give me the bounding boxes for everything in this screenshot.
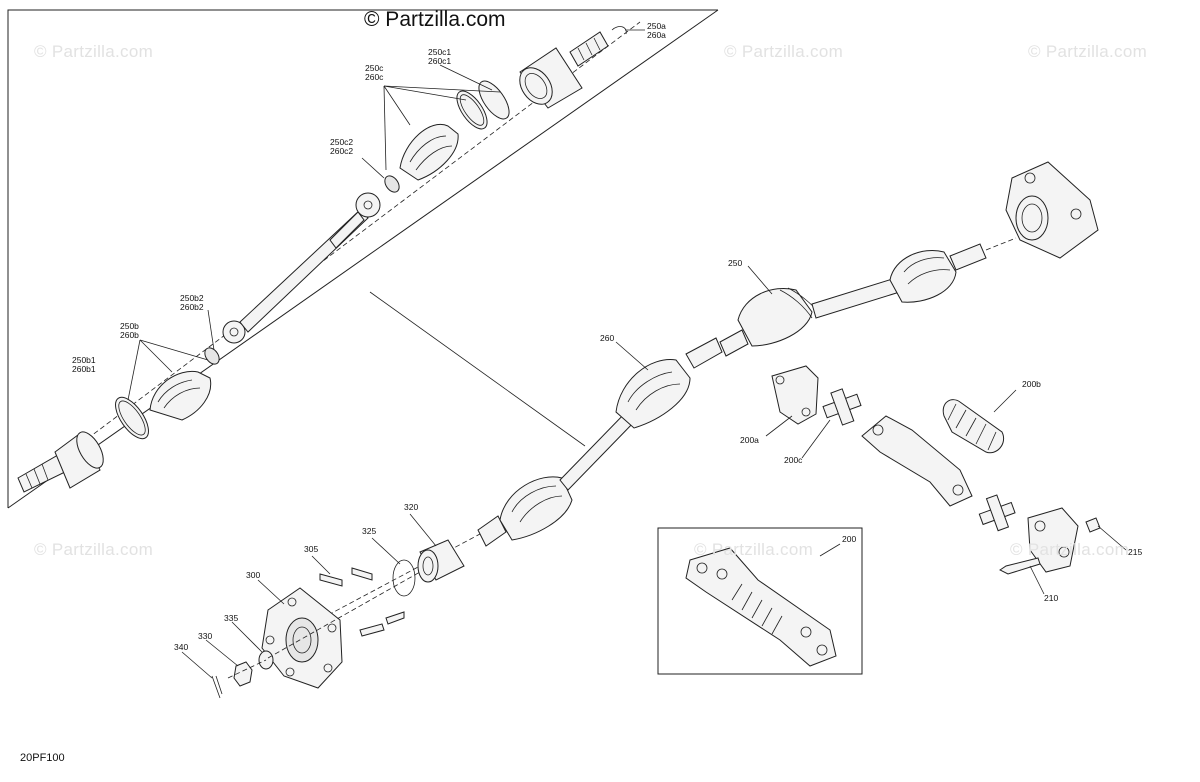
leader-200a xyxy=(765,415,793,437)
spline-end-260 xyxy=(477,515,507,547)
inner-tripod xyxy=(222,320,246,344)
clamp-ring-250c xyxy=(456,90,488,130)
outer-cv-260 xyxy=(499,476,573,541)
inner-boot-250b xyxy=(149,370,212,421)
inset-box-200 xyxy=(657,527,863,675)
outer-cv-250 xyxy=(889,250,957,303)
cotter-pin-340 xyxy=(211,675,223,699)
label-330: 330 xyxy=(198,631,213,641)
label-200a: 200a xyxy=(740,435,759,445)
label-200b: 200b xyxy=(1022,379,1041,389)
clamp-ring-250c1 xyxy=(478,80,510,120)
leader-200c xyxy=(801,419,831,459)
leader-330 xyxy=(205,639,239,667)
leader-325 xyxy=(371,537,401,565)
yoke-end xyxy=(1027,507,1079,573)
label-215: 215 xyxy=(1128,547,1143,557)
leader-200 xyxy=(819,543,841,557)
label-305: 305 xyxy=(304,544,319,554)
outer-tripod xyxy=(355,192,381,218)
leader-215 xyxy=(1097,525,1127,551)
watermark: © Partzilla.com xyxy=(1010,540,1130,559)
leader-300 xyxy=(257,579,285,605)
clamp-ring-250b1 xyxy=(115,396,149,440)
label-320: 320 xyxy=(404,502,419,512)
label-200c: 200c xyxy=(784,455,803,465)
leader-lines xyxy=(127,29,645,401)
propeller-shaft-assembly xyxy=(685,547,837,667)
brand-logo-text: © Partzilla.com xyxy=(364,8,506,31)
label-300: 300 xyxy=(246,570,261,580)
inner-cv-260 xyxy=(615,359,691,429)
exploded-view-frame xyxy=(7,9,718,508)
circlip-250a xyxy=(611,26,627,35)
bolt-210 xyxy=(999,557,1041,575)
leader-340 xyxy=(181,651,213,679)
label-260: 260 xyxy=(600,333,615,343)
section-divider-line xyxy=(369,291,586,447)
watermark: © Partzilla.com xyxy=(694,540,814,559)
clamp-250b2 xyxy=(204,347,220,365)
watermark: © Partzilla.com xyxy=(1028,42,1148,61)
inner-joint-housing xyxy=(54,431,101,489)
label-340: 340 xyxy=(174,642,189,652)
leader-210 xyxy=(1029,565,1045,595)
spline-stub-250 xyxy=(949,243,987,271)
wheel-hub-upper xyxy=(1005,161,1099,259)
boot-200b xyxy=(942,399,1004,454)
inner-spline-shaft xyxy=(17,454,66,493)
leader-320 xyxy=(409,513,437,547)
spline-end-250 xyxy=(719,329,749,357)
label-200: 200 xyxy=(842,534,857,544)
leader-200b xyxy=(993,389,1017,413)
hub-group xyxy=(211,539,465,699)
label-335: 335 xyxy=(224,613,239,623)
leader-260 xyxy=(615,341,649,371)
leader-305 xyxy=(311,555,331,575)
label-210: 210 xyxy=(1044,593,1059,603)
leader-250 xyxy=(747,265,773,295)
assembled-drive-shafts xyxy=(299,237,1017,631)
spline-stub-260 xyxy=(685,337,723,369)
watermark: © Partzilla.com xyxy=(34,42,154,61)
stud-305b xyxy=(351,567,373,581)
label-250: 250 xyxy=(728,258,743,268)
exploded-drive-shaft xyxy=(17,21,641,493)
stud-305a xyxy=(319,573,343,587)
stud-305d xyxy=(385,611,405,625)
bolt-215 xyxy=(1085,517,1101,533)
yoke-200a xyxy=(771,365,819,425)
inner-cv-250 xyxy=(737,288,813,347)
watermark: © Partzilla.com xyxy=(724,42,844,61)
watermark: © Partzilla.com xyxy=(34,540,154,559)
clamp-250c2 xyxy=(384,175,400,193)
retaining-ring-325 xyxy=(392,559,416,597)
leader-335 xyxy=(231,621,263,653)
slip-yoke-shaft xyxy=(861,415,973,507)
outer-boot-250c xyxy=(399,124,459,181)
cross-joint-200c xyxy=(822,388,862,426)
stud-305c xyxy=(359,623,385,637)
propeller-shaft-parts xyxy=(771,365,1101,575)
cross-joint-200 xyxy=(978,494,1016,532)
diagram-code: 20PF100 xyxy=(20,752,65,764)
nut-330 xyxy=(233,661,253,687)
label-325: 325 xyxy=(362,526,377,536)
axle-bar-260 xyxy=(559,409,637,491)
